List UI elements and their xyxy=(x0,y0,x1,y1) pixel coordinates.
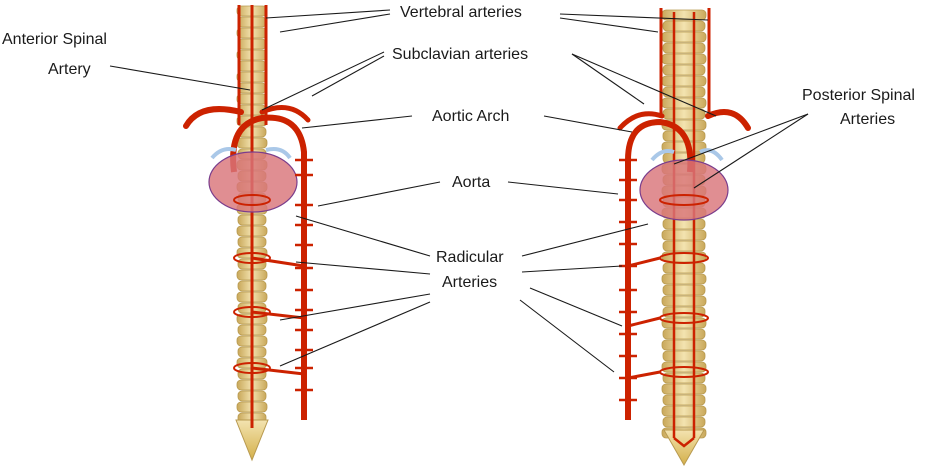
right-radicular-link xyxy=(627,256,661,268)
label-aortic-arch: Aortic Arch xyxy=(432,108,509,125)
left-aortic-arch xyxy=(230,114,307,420)
right-vertebra xyxy=(661,273,707,285)
left-pleura-right xyxy=(265,147,292,160)
right-subclavian-left xyxy=(617,111,665,131)
right-vertebra xyxy=(662,284,706,296)
right-vertebra xyxy=(662,20,706,32)
right-radicular-link xyxy=(627,316,661,328)
left-subclavian-left xyxy=(183,106,244,129)
right-aorta-oval xyxy=(639,159,729,221)
pointer-posterior-spinal-1 xyxy=(673,113,809,165)
right-vertebra xyxy=(662,394,706,406)
pointer-radicular-6 xyxy=(521,265,623,273)
right-vertebra xyxy=(662,416,706,428)
label-vertebral-arteries: Vertebral arteries xyxy=(400,4,522,21)
pointer-radicular-8 xyxy=(519,299,615,373)
pointer-aorta-1 xyxy=(317,181,441,207)
labels: Vertebral arteries Anterior Spinal Arter… xyxy=(2,4,915,291)
label-posterior-spinal-line2: Arteries xyxy=(840,111,895,128)
pointer-vertebral-2 xyxy=(279,13,391,33)
pointer-aorta-2 xyxy=(507,181,619,195)
pointer-radicular-5 xyxy=(521,223,649,257)
anterior-view xyxy=(183,5,313,462)
label-anterior-spinal-line1: Anterior Spinal xyxy=(2,31,107,48)
left-aorta-branches xyxy=(295,158,313,392)
left-radicular-loop xyxy=(233,194,271,206)
right-vertebra xyxy=(662,240,706,252)
right-vertebra xyxy=(661,339,707,351)
right-vertebra xyxy=(662,262,706,274)
left-radicular-link xyxy=(251,256,305,268)
pointer-vertebral-3 xyxy=(559,13,709,21)
left-subclavian-right xyxy=(259,105,311,123)
pointer-radicular-1 xyxy=(295,215,431,257)
right-vertebra xyxy=(661,295,707,307)
pointer-posterior-spinal-2 xyxy=(693,113,809,189)
right-pleura-left xyxy=(650,149,675,162)
right-vertebra xyxy=(661,53,707,65)
pointer-subclavian-4 xyxy=(571,53,717,117)
right-radicular-loop xyxy=(659,194,709,206)
pointer-subclavian-1 xyxy=(261,51,385,111)
label-posterior-spinal-line1: Posterior Spinal xyxy=(802,87,915,104)
left-pleura-left xyxy=(210,147,237,160)
pointer-subclavian-3 xyxy=(571,53,645,105)
right-posterior-spinal-bottom xyxy=(673,437,695,448)
left-radicular-loop xyxy=(233,252,271,264)
posterior-view xyxy=(617,8,751,467)
pointer-radicular-4 xyxy=(279,301,431,367)
pointer-subclavian-2 xyxy=(311,55,385,97)
label-radicular-line2: Arteries xyxy=(442,274,497,291)
right-vertebra xyxy=(661,97,707,109)
right-vertebra xyxy=(661,229,707,241)
right-radicular-arteries xyxy=(627,194,709,380)
pointer-vertebral-1 xyxy=(265,9,391,19)
pointer-radicular-7 xyxy=(529,287,623,327)
right-vertebra xyxy=(662,350,706,362)
pointer-lines xyxy=(109,9,809,373)
right-vertebra xyxy=(662,108,706,120)
label-subclavian-arteries: Subclavian arteries xyxy=(392,46,528,63)
right-spinal-column xyxy=(661,9,707,439)
right-pleura-right xyxy=(699,148,724,162)
left-radicular-link xyxy=(251,366,305,376)
left-radicular-loop xyxy=(233,306,271,318)
right-vertebra xyxy=(662,328,706,340)
right-vertebra xyxy=(662,64,706,76)
right-aortic-arch xyxy=(625,119,694,420)
pointer-radicular-2 xyxy=(295,261,431,275)
label-anterior-spinal-line2: Artery xyxy=(48,61,91,78)
right-radicular-link xyxy=(627,370,661,380)
label-radicular-line1: Radicular xyxy=(436,249,504,266)
pointer-anterior-spinal xyxy=(109,65,251,91)
right-vertebra xyxy=(661,75,707,87)
right-vertebra xyxy=(661,383,707,395)
pointer-vertebral-4 xyxy=(559,17,659,33)
left-aorta-oval xyxy=(208,151,298,213)
right-subclavian-right xyxy=(705,109,751,131)
pointer-aortic-arch-2 xyxy=(543,115,633,133)
pointer-aortic-arch-1 xyxy=(301,115,413,129)
right-vertebra xyxy=(661,31,707,43)
right-vertebra xyxy=(661,405,707,417)
pointer-radicular-3 xyxy=(279,293,431,321)
left-radicular-loop xyxy=(233,362,271,374)
right-vertebra xyxy=(662,42,706,54)
label-aorta: Aorta xyxy=(452,174,490,191)
